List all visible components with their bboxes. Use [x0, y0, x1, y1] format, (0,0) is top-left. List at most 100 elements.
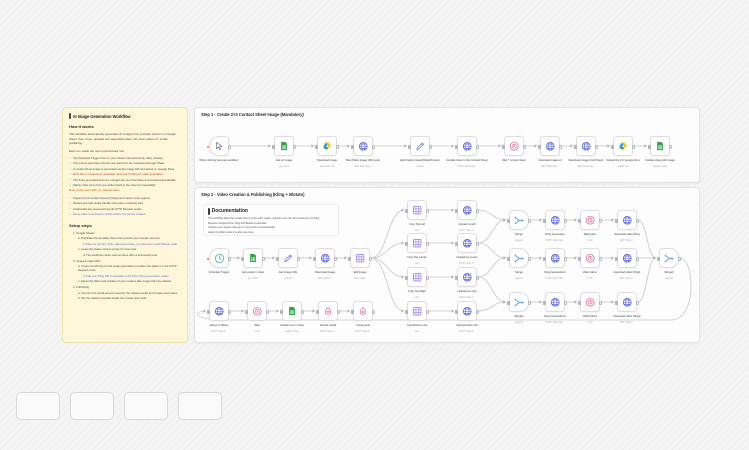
workflow-node-download-video-kling2[interactable]: download video Kling2GET: https://...: [617, 292, 637, 312]
node-output-port[interactable]: [301, 310, 305, 314]
node-output-port[interactable]: [476, 145, 480, 149]
node-output-port[interactable]: [266, 310, 270, 314]
workflow-node-kling-generation1[interactable]: Kling Generation1POST: https://api...: [545, 248, 565, 268]
node-output-port[interactable]: [636, 301, 640, 305]
workflow-node-wait-video[interactable]: Wait video1 min: [580, 210, 600, 230]
workflow-node-merge3[interactable]: Merge3append: [659, 248, 679, 268]
workflow-node-crop-top-left[interactable]: Crop Top Leftcrop: [407, 200, 427, 220]
node-output-port[interactable]: [228, 145, 232, 149]
node-output-port[interactable]: [334, 257, 338, 261]
node-output-port[interactable]: [559, 145, 563, 149]
sticky-note-step1[interactable]: Step 1 - Create 2×3 Contact Sheet Image …: [194, 107, 700, 183]
node-output-port[interactable]: [476, 209, 480, 213]
node-input-port[interactable]: [455, 310, 457, 313]
workflow-node-crop-top-center[interactable]: Crop Top Centercrop: [407, 233, 427, 253]
workflow-node-download-video-kling1[interactable]: download video Kling1GET: https://...: [617, 248, 637, 268]
node-input-port[interactable]: [348, 257, 350, 260]
node-output-port[interactable]: [599, 301, 603, 305]
node-output-port[interactable]: [426, 242, 430, 246]
workflow-node-upload-top-right[interactable]: Upload top rightPOST: https://...: [457, 267, 477, 287]
node-input-port[interactable]: [502, 145, 504, 148]
node-output-port[interactable]: [564, 257, 568, 261]
node-input-port[interactable]: [313, 257, 315, 260]
sticky-note-step2[interactable]: Step 2 - Video Creation & Publishing (Kl…: [194, 187, 700, 343]
node-output-port[interactable]: [476, 276, 480, 280]
node-output-port[interactable]: [369, 257, 373, 261]
documentation-note[interactable]: Documentation This workflow takes the co…: [203, 204, 339, 236]
bottom-card-3[interactable]: [124, 392, 168, 420]
workflow-node-wait-video1[interactable]: Wait video11 min: [580, 248, 600, 268]
node-output-port[interactable]: [632, 145, 636, 149]
node-output-port[interactable]: [476, 310, 480, 314]
workflow-node-wait-contact-sheet[interactable]: Wait * contact sheet: [504, 136, 524, 156]
node-input-port[interactable]: [455, 276, 457, 279]
node-output-port[interactable]: [528, 219, 532, 223]
node-input-port[interactable]: [615, 219, 617, 222]
node-output-port[interactable]: [669, 145, 673, 149]
node-input-port[interactable]: [455, 209, 457, 212]
node-input-port[interactable]: [280, 310, 282, 313]
bottom-card-2[interactable]: [70, 392, 114, 420]
workflow-node-merge-3-videos[interactable]: Merge 3 VideosPOST: https://...: [209, 301, 229, 321]
node-input-port[interactable]: [455, 242, 457, 245]
workflow-node-upload-the-2-3-google-drive[interactable]: Upload the 2×3 google driveupload: file: [613, 136, 633, 156]
node-output-port[interactable]: [678, 257, 682, 261]
workflow-node-download-image[interactable]: Download ImageGET: https://...: [315, 248, 335, 268]
node-output-port[interactable]: [429, 145, 433, 149]
node-output-port[interactable]: [372, 145, 376, 149]
node-output-port[interactable]: [523, 145, 527, 149]
workflow-node-get-social-in-sheet[interactable]: Get social in sheetget: sheet: [243, 248, 263, 268]
node-input-port[interactable]: [315, 145, 317, 148]
workflow-node-best-pablo-image-url-node[interactable]: Best Pablo image URL nodeGET: https://ap…: [353, 136, 373, 156]
workflow-node-get-url-image[interactable]: Get url imageget: sheet: [274, 136, 294, 156]
node-input-port[interactable]: [405, 242, 407, 245]
node-input-port[interactable]: [574, 145, 576, 148]
workflow-node-update-sheet-with-image[interactable]: Update sheet with imageupdate: sheet: [650, 136, 670, 156]
node-output-port[interactable]: [426, 276, 430, 280]
node-input-port[interactable]: [648, 145, 650, 148]
node-output-port[interactable]: [528, 301, 532, 305]
workflow-node-download-image-full-sheet[interactable]: Download image (Full Sheet)GET: https://…: [576, 136, 596, 156]
workflow-node-upload-media[interactable]: Upload mediaPOST: https://...: [318, 301, 338, 321]
workflow-node-create-post[interactable]: Create postPOST: https://...: [353, 301, 373, 321]
node-input-port[interactable]: [578, 301, 580, 304]
node-input-port[interactable]: [241, 257, 243, 260]
workflow-node-crop-top-right[interactable]: Crop Top Rightcrop: [407, 267, 427, 287]
node-output-port[interactable]: [564, 219, 568, 223]
workflow-node-crop-bottom-left[interactable]: Crop Bottom Leftcrop: [407, 301, 427, 321]
node-output-port[interactable]: [337, 310, 341, 314]
workflow-node-upload-top-left[interactable]: Upload top leftPOST: https://...: [457, 200, 477, 220]
node-output-port[interactable]: [599, 219, 603, 223]
node-input-port[interactable]: [207, 310, 209, 313]
node-input-port[interactable]: [611, 145, 613, 148]
node-input-port[interactable]: [507, 257, 509, 260]
node-output-port[interactable]: [372, 310, 376, 314]
node-output-port[interactable]: [228, 310, 232, 314]
node-input-port[interactable]: [543, 257, 545, 260]
node-input-port[interactable]: [405, 209, 407, 212]
workflow-node-kontakt-sheet-in-the-contact-sheet[interactable]: Kontakt sheet in the Contact SheetPOST: …: [457, 136, 477, 156]
node-input-port[interactable]: [351, 145, 353, 148]
bottom-card-1[interactable]: [16, 392, 60, 420]
workflow-node-update-row-in-sheet[interactable]: Update row in sheetupdate: sheet: [282, 301, 302, 321]
node-output-port[interactable]: [426, 310, 430, 314]
node-output-port[interactable]: [228, 257, 232, 261]
node-input-port[interactable]: [615, 257, 617, 260]
workflow-node-upload-top-center[interactable]: Upload top centerPOST: https://...: [457, 233, 477, 253]
node-output-port[interactable]: [476, 242, 480, 246]
node-input-port[interactable]: [408, 145, 410, 148]
node-input-port[interactable]: [507, 301, 509, 304]
workflow-node-download-video-kling[interactable]: download video KlingGET: https://...: [617, 210, 637, 230]
node-output-port[interactable]: [262, 257, 266, 261]
workflow-node-kling-generation2[interactable]: Kling Generation2POST: https://api...: [545, 292, 565, 312]
workflow-node-merge[interactable]: Mergeappend: [509, 248, 529, 268]
node-input-port[interactable]: [351, 310, 353, 313]
node-output-port[interactable]: [293, 145, 297, 149]
workflow-node-merge[interactable]: Mergeappend: [509, 210, 529, 230]
node-input-port[interactable]: [405, 276, 407, 279]
workflow-node-edit-fields-contactsheetprompt[interactable]: Edit Fields (contactSheetPrompt)manual: [410, 136, 430, 156]
workflow-node-edit-image[interactable]: Edit Imageinfo: image: [350, 248, 370, 268]
workflow-node-wait-video2[interactable]: Wait video21 min: [580, 292, 600, 312]
node-input-port[interactable]: [316, 310, 318, 313]
